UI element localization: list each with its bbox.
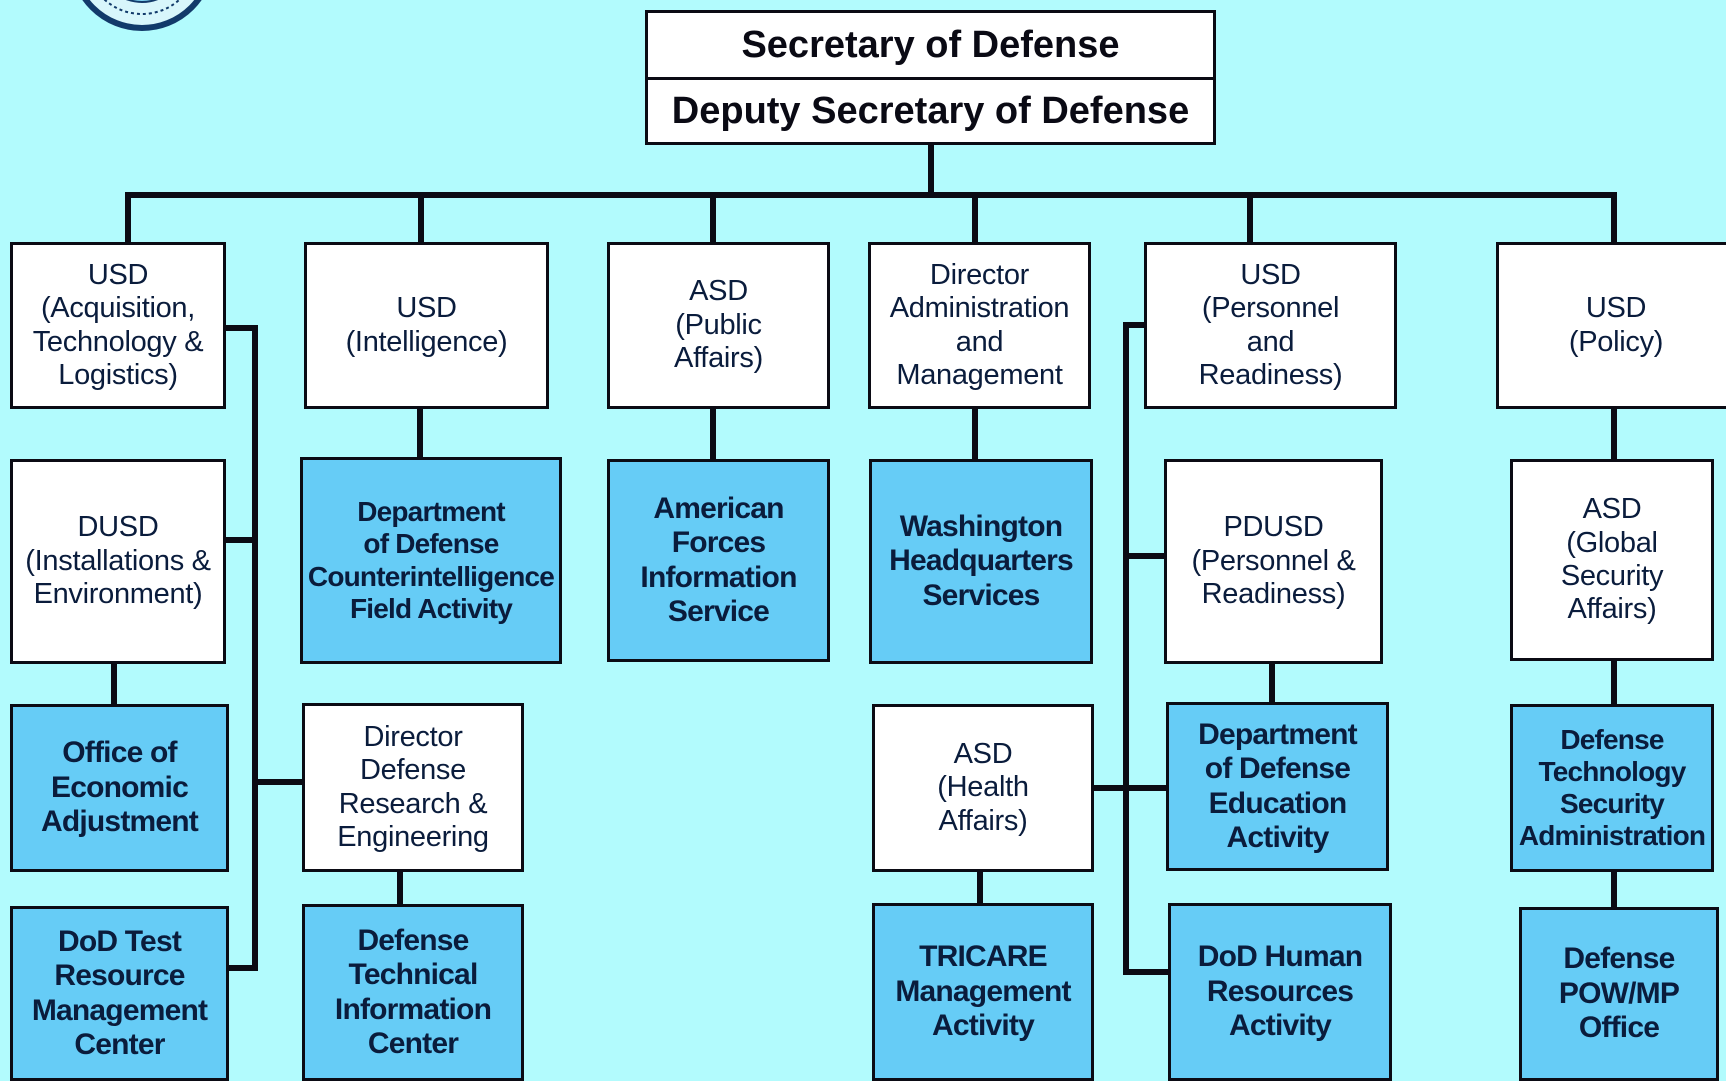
asd-public-affairs-label: ASD (Public Affairs)	[674, 275, 763, 375]
office-economic-adjustment-label: Office of Economic Adjustment	[40, 736, 199, 839]
usd-policy-box: USD (Policy)	[1496, 242, 1726, 409]
office-economic-adjustment-box: Office of Economic Adjustment	[10, 704, 229, 872]
pdusd-personnel-label: PDUSD (Personnel & Readiness)	[1191, 511, 1356, 611]
deputy-secretary-box: Deputy Secretary of Defense	[645, 77, 1216, 145]
defense-pow-mp-box: Defense POW/MP Office	[1519, 907, 1719, 1081]
dod-test-resource-box: DoD Test Resource Management Center	[10, 906, 229, 1081]
asd-global-security-box: ASD (Global Security Affairs)	[1510, 459, 1714, 661]
asd-public-affairs-box: ASD (Public Affairs)	[607, 242, 830, 409]
usd-intelligence-box: USD (Intelligence)	[304, 242, 549, 409]
usd-policy-label: USD (Policy)	[1568, 292, 1664, 358]
deputy-secretary-label: Deputy Secretary of Defense	[671, 89, 1190, 132]
dod-counterintelligence-box: Department of Defense Counterintelligenc…	[300, 457, 562, 664]
defense-technical-info-label: Defense Technical Information Center	[334, 923, 492, 1061]
director-ddre-label: Director Defense Research & Engineering	[337, 720, 489, 853]
dod-seal-icon	[62, 0, 222, 34]
usd-atl-box: USD (Acquisition, Technology & Logistics…	[10, 242, 226, 409]
asd-health-affairs-box: ASD (Health Affairs)	[872, 704, 1094, 872]
usd-personnel-readiness-label: USD (Personnel and Readiness)	[1198, 258, 1343, 391]
dod-test-resource-label: DoD Test Resource Management Center	[31, 924, 208, 1062]
tricare-management-label: TRICARE Management Activity	[895, 940, 1071, 1043]
usd-intelligence-label: USD (Intelligence)	[345, 292, 508, 358]
tricare-management-box: TRICARE Management Activity	[872, 903, 1094, 1081]
secretary-of-defense-box: Secretary of Defense	[645, 10, 1216, 80]
dod-education-activity-box: Department of Defense Education Activity	[1166, 702, 1389, 871]
secretary-of-defense-label: Secretary of Defense	[741, 23, 1120, 66]
pdusd-personnel-box: PDUSD (Personnel & Readiness)	[1164, 459, 1383, 664]
dusd-installations-box: DUSD (Installations & Environment)	[10, 459, 226, 664]
usd-atl-label: USD (Acquisition, Technology & Logistics…	[32, 258, 204, 391]
director-ddre-box: Director Defense Research & Engineering	[302, 703, 524, 872]
defense-pow-mp-label: Defense POW/MP Office	[1558, 942, 1680, 1045]
american-forces-info-box: American Forces Information Service	[607, 459, 830, 662]
washington-hq-services-box: Washington Headquarters Services	[869, 459, 1093, 664]
dod-education-activity-label: Department of Defense Education Activity	[1198, 717, 1358, 855]
director-admin-management-box: Director Administration and Management	[868, 242, 1091, 409]
director-admin-management-label: Director Administration and Management	[889, 258, 1070, 391]
dod-human-resources-box: DoD Human Resources Activity	[1168, 903, 1392, 1081]
defense-tech-security-label: Defense Technology Security Administrati…	[1518, 723, 1706, 852]
dusd-installations-label: DUSD (Installations & Environment)	[25, 511, 211, 611]
asd-global-security-label: ASD (Global Security Affairs)	[1560, 493, 1664, 626]
washington-hq-services-label: Washington Headquarters Services	[889, 509, 1074, 612]
usd-personnel-readiness-box: USD (Personnel and Readiness)	[1144, 242, 1397, 409]
defense-technical-info-box: Defense Technical Information Center	[302, 904, 524, 1081]
dod-counterintelligence-label: Department of Defense Counterintelligenc…	[307, 496, 555, 624]
asd-health-affairs-label: ASD (Health Affairs)	[937, 737, 1029, 837]
defense-tech-security-box: Defense Technology Security Administrati…	[1510, 704, 1714, 872]
dod-human-resources-label: DoD Human Resources Activity	[1197, 940, 1363, 1043]
american-forces-info-label: American Forces Information Service	[640, 491, 797, 629]
